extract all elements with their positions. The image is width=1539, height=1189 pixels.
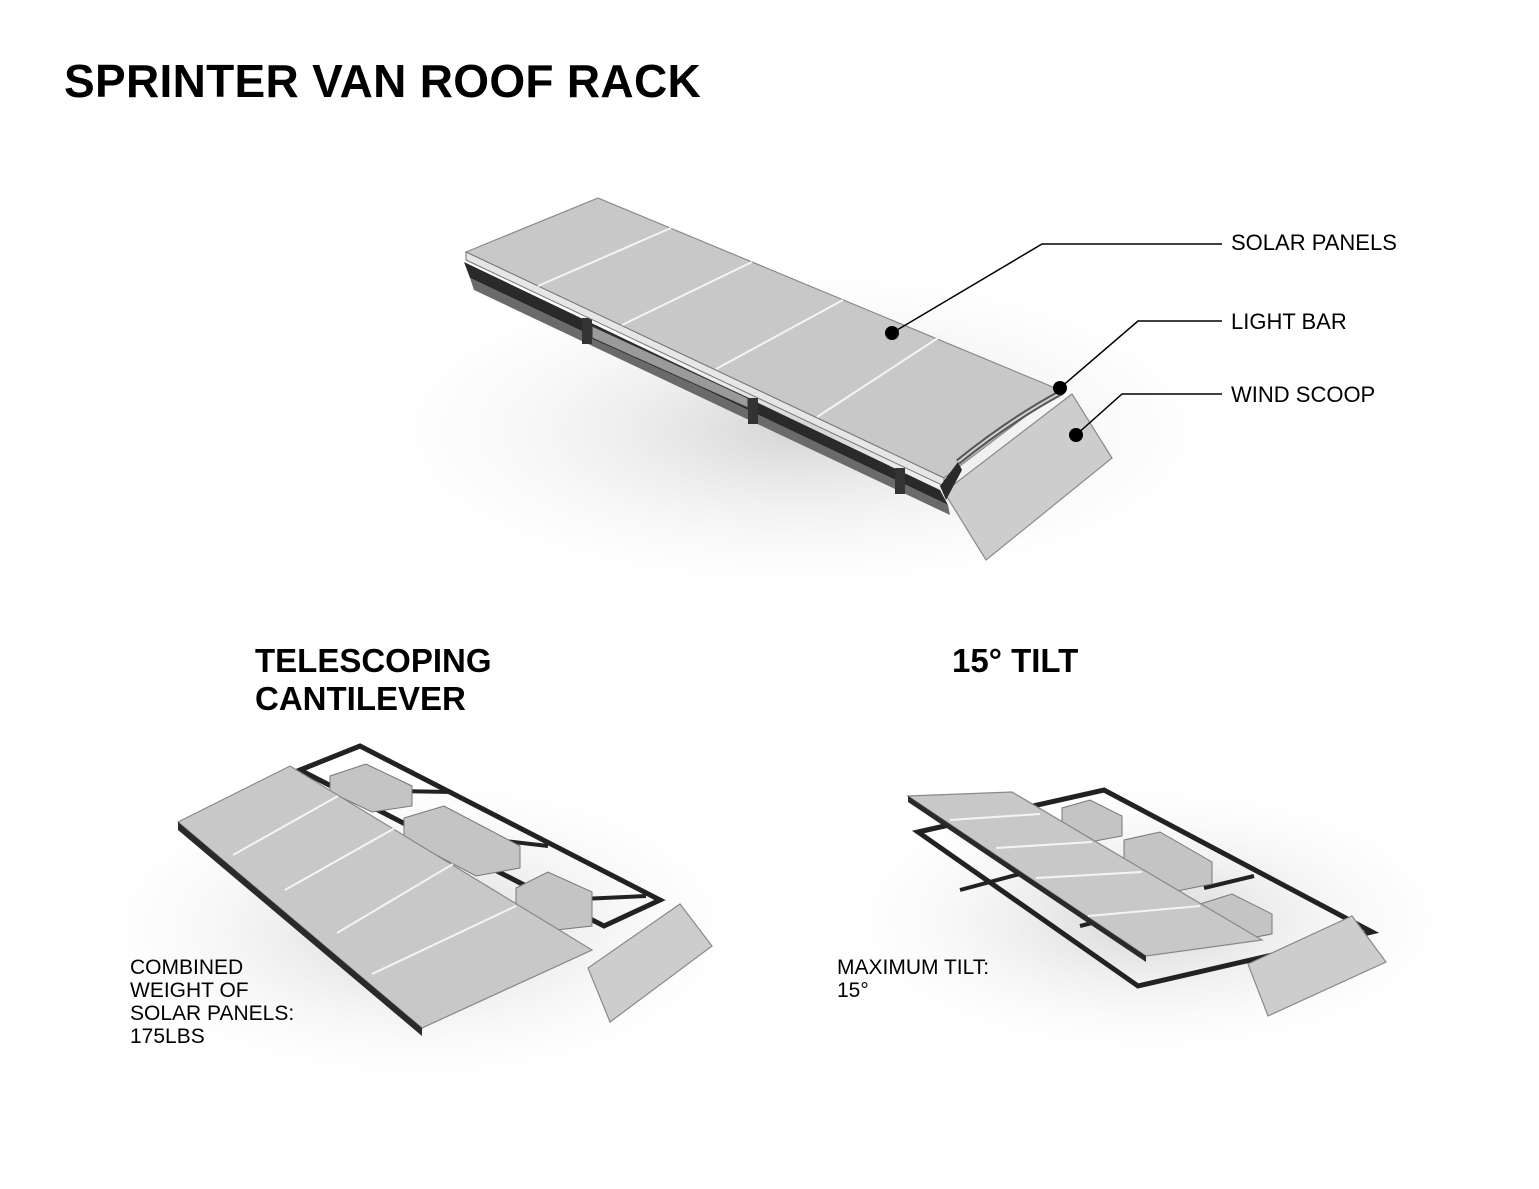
leader-dot-light-bar bbox=[1053, 381, 1067, 395]
page-title: SPRINTER VAN ROOF RACK bbox=[64, 55, 701, 107]
panel-seam bbox=[949, 813, 1041, 821]
cantilever-wind-scoop bbox=[587, 903, 713, 1023]
panel-seam bbox=[715, 299, 844, 370]
panel-seam bbox=[232, 795, 339, 856]
panel-seam bbox=[371, 905, 517, 975]
cantilever-panel-edge bbox=[178, 822, 422, 1036]
telescoping-cantilever-title: TELESCOPING CANTILEVER bbox=[255, 642, 492, 718]
leader-light-bar bbox=[1059, 320, 1222, 389]
note-line: 15° bbox=[837, 979, 869, 1003]
title-line: TELESCOPING bbox=[255, 642, 492, 679]
callout-wind-scoop: WIND SCOOP bbox=[1231, 382, 1376, 407]
main-rack bbox=[464, 197, 1113, 561]
tilt-cross-member bbox=[1203, 874, 1255, 890]
tilt-title: 15° TILT bbox=[952, 642, 1079, 679]
cantilever-frame-rail bbox=[293, 743, 666, 929]
callout-solar-panels: SOLAR PANELS bbox=[1231, 230, 1397, 255]
panel-seam bbox=[1035, 871, 1143, 879]
main-frame-bracket bbox=[895, 468, 905, 494]
callout-leaders bbox=[885, 243, 1222, 442]
cantilever-panel-deck bbox=[176, 765, 594, 1029]
leader-solar-panels bbox=[891, 243, 1222, 334]
leader-dot-solar-panels bbox=[885, 326, 899, 340]
note-line: MAXIMUM TILT: bbox=[837, 956, 990, 979]
callout-light-bar: LIGHT BAR bbox=[1231, 309, 1347, 334]
wind-scoop-mount bbox=[940, 462, 962, 500]
panel-seam bbox=[537, 227, 672, 287]
panel-seam bbox=[1087, 905, 1201, 917]
note-line: SOLAR PANELS: bbox=[130, 1002, 295, 1026]
panel-seam bbox=[621, 261, 753, 326]
panel-seam bbox=[816, 333, 945, 418]
panel-seam bbox=[284, 827, 396, 891]
tilt-rack bbox=[906, 787, 1387, 1017]
note-line: WEIGHT OF bbox=[130, 979, 249, 1003]
panel-seam bbox=[336, 863, 454, 934]
maximum-tilt-note: MAXIMUM TILT: 15° bbox=[837, 956, 989, 1002]
note-line: COMBINED bbox=[130, 956, 244, 979]
tilt-panel-edge bbox=[908, 796, 1146, 962]
leader-wind-scoop bbox=[1075, 393, 1222, 436]
panel-seam bbox=[995, 841, 1093, 849]
tilt-frame-rail bbox=[911, 787, 1380, 989]
leader-dot-wind-scoop bbox=[1069, 428, 1083, 442]
side-light-bar bbox=[591, 325, 749, 409]
cantilever-rack bbox=[176, 743, 713, 1036]
combined-weight-note: COMBINED WEIGHT OF SOLAR PANELS: 175LBS bbox=[130, 956, 294, 1048]
main-frame-bracket bbox=[582, 318, 592, 344]
front-light-bar-highlight bbox=[957, 391, 1063, 463]
main-frame-bracket bbox=[748, 398, 758, 424]
tilt-wind-scoop bbox=[1247, 915, 1387, 1017]
title-line: CANTILEVER bbox=[255, 679, 466, 717]
note-line: 175LBS bbox=[130, 1025, 205, 1049]
